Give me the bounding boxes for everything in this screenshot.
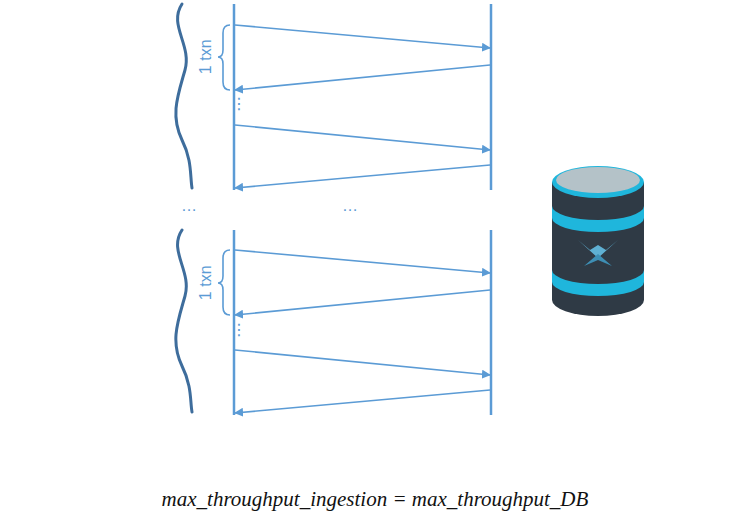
txn-bracket bbox=[218, 25, 230, 90]
db-logo bbox=[584, 254, 612, 266]
request-arrow bbox=[235, 125, 490, 150]
db-lifeline bbox=[490, 4, 493, 190]
database-icon bbox=[552, 166, 644, 316]
db-band bbox=[552, 270, 644, 296]
db-band bbox=[552, 206, 644, 232]
continuation-dots: … bbox=[181, 197, 197, 215]
messages bbox=[235, 25, 490, 413]
thread-wave bbox=[176, 230, 192, 412]
response-arrow bbox=[235, 290, 490, 315]
request-arrow bbox=[235, 250, 490, 273]
db-rim bbox=[552, 166, 644, 198]
response-arrow bbox=[235, 390, 490, 413]
db-top bbox=[556, 167, 640, 193]
equation: max_throughput_ingestion = max_throughpu… bbox=[162, 488, 589, 511]
txn-label: 1 txn bbox=[196, 40, 214, 75]
db-body bbox=[552, 182, 644, 316]
continuation-dots: ⋮ bbox=[231, 95, 247, 113]
continuation-dots: ⋮ bbox=[231, 321, 247, 339]
txn-bracket bbox=[218, 250, 230, 315]
request-arrow bbox=[235, 350, 490, 375]
lifelines bbox=[234, 4, 491, 415]
brackets bbox=[218, 25, 230, 315]
continuation-dots: … bbox=[342, 197, 358, 215]
db-lifeline bbox=[490, 230, 493, 415]
response-arrow bbox=[235, 165, 490, 188]
thread-wave bbox=[176, 4, 192, 188]
request-arrow bbox=[235, 25, 490, 48]
txn-label: 1 txn bbox=[196, 266, 214, 301]
response-arrow bbox=[235, 65, 490, 90]
